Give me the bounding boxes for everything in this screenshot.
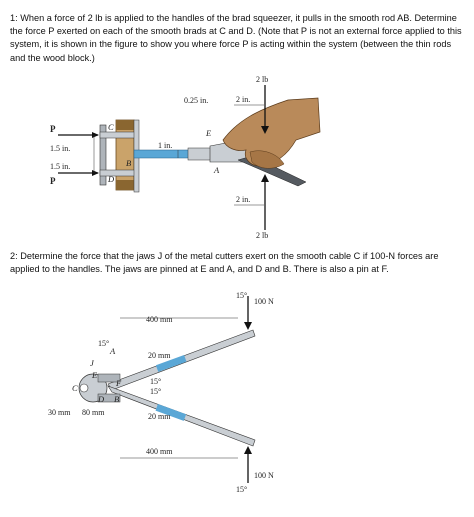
- label-a: A: [109, 346, 116, 356]
- label-20mm-top: 20 mm: [148, 351, 171, 360]
- finger: [249, 150, 285, 169]
- frame-bar-d: [99, 169, 139, 177]
- label-30mm: 30 mm: [48, 408, 71, 417]
- label-p-top: P: [50, 124, 56, 134]
- label-15-mid1: 15°: [150, 377, 161, 386]
- label-b: B: [126, 158, 131, 168]
- label-15-top: 15°: [236, 291, 247, 300]
- label-100n-top: 100 N: [254, 297, 274, 306]
- wood-block-bottom: [116, 180, 134, 190]
- label-e: E: [205, 128, 212, 138]
- rod-sleeve: [187, 147, 213, 161]
- label-15-left: 15°: [98, 339, 109, 348]
- force-arrowhead-bottom: [261, 174, 269, 182]
- lower-grip: [155, 404, 187, 421]
- label-15-mid2: 15°: [150, 387, 161, 396]
- label-2lb-top: 2 lb: [256, 75, 268, 84]
- label-j: J: [90, 358, 95, 368]
- wood-block: [115, 119, 135, 191]
- label-d: D: [97, 394, 105, 404]
- cable: [79, 383, 89, 393]
- wood-block-top: [116, 120, 134, 130]
- frame-bar-c: [99, 131, 139, 139]
- label-c: C: [72, 383, 78, 393]
- label-e: E: [91, 370, 98, 380]
- p-arrowhead-bottom: [92, 170, 99, 176]
- metal-cutters-figure: 100 N 100 N 15° 15° 15° 15° 15° 400 mm 4…: [48, 291, 274, 494]
- label-2in-bottom: 2 in.: [236, 195, 250, 204]
- label-a: A: [213, 165, 220, 175]
- force-arrowhead-top: [244, 322, 252, 330]
- p-arrowhead-top: [92, 132, 99, 138]
- label-400mm-bottom: 400 mm: [146, 447, 173, 456]
- label-20mm-bottom: 20 mm: [148, 412, 171, 421]
- upper-grip: [155, 355, 187, 372]
- force-arrowhead-top: [261, 126, 269, 134]
- label-c: C: [108, 122, 114, 132]
- label-2in-top: 2 in.: [236, 95, 250, 104]
- label-1in: 1 in.: [158, 141, 172, 150]
- brad-squeezer-figure: 2 lb 2 lb 0.25 in. 2 in. 2 in. 1.5 in. 1…: [50, 75, 321, 240]
- label-025in: 0.25 in.: [184, 96, 208, 105]
- label-15in-top: 1.5 in.: [50, 144, 70, 153]
- label-2lb-bottom: 2 lb: [256, 231, 268, 240]
- problem-2-text: 2: Determine the force that the jaws J o…: [10, 251, 439, 275]
- label-b: B: [114, 394, 119, 404]
- label-15-bottom: 15°: [236, 485, 247, 494]
- label-f: F: [115, 378, 122, 388]
- label-80mm: 80 mm: [82, 408, 105, 417]
- jaw-link-bottom: [97, 393, 121, 403]
- label-100n-bottom: 100 N: [254, 471, 274, 480]
- label-p-bottom: P: [50, 176, 56, 186]
- problem-1-text: 1: When a force of 2 lb is applied to th…: [10, 13, 462, 63]
- label-400mm-top: 400 mm: [146, 315, 173, 324]
- force-arrowhead-bottom: [244, 446, 252, 454]
- jaw-link-top: [97, 373, 121, 383]
- frame-plate: [99, 124, 107, 186]
- label-15in-bottom: 1.5 in.: [50, 162, 70, 171]
- label-d: D: [107, 174, 115, 184]
